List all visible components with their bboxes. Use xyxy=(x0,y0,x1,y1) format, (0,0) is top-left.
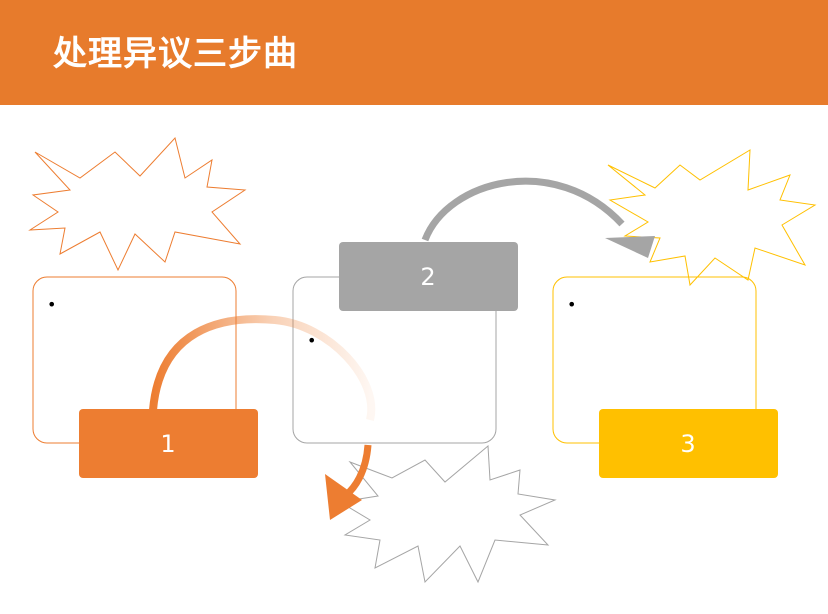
step-1-label: 1 xyxy=(160,430,175,458)
arrow-step2-to-step3 xyxy=(421,177,625,242)
arrow-head-orange-icon xyxy=(325,474,362,520)
header-bar: 处理异议三步曲 xyxy=(0,0,828,105)
bullet-box-2: • xyxy=(307,331,316,350)
step-1-box xyxy=(79,409,258,478)
burst-shape-top-left xyxy=(28,136,247,272)
step-2-label: 2 xyxy=(420,263,435,291)
bullet-box-3: • xyxy=(567,295,576,314)
step-3-box xyxy=(599,409,778,478)
page-title: 处理异议三步曲 xyxy=(53,34,298,74)
step-2-box xyxy=(339,242,518,311)
arrow-head-gray-icon xyxy=(605,236,655,258)
bullet-box-1: • xyxy=(47,295,56,314)
burst-shape-top-right xyxy=(607,149,817,287)
arrow-step1-to-step2 xyxy=(149,315,376,421)
step-3-label: 3 xyxy=(680,430,695,458)
burst-shape-bottom-center xyxy=(338,444,557,584)
